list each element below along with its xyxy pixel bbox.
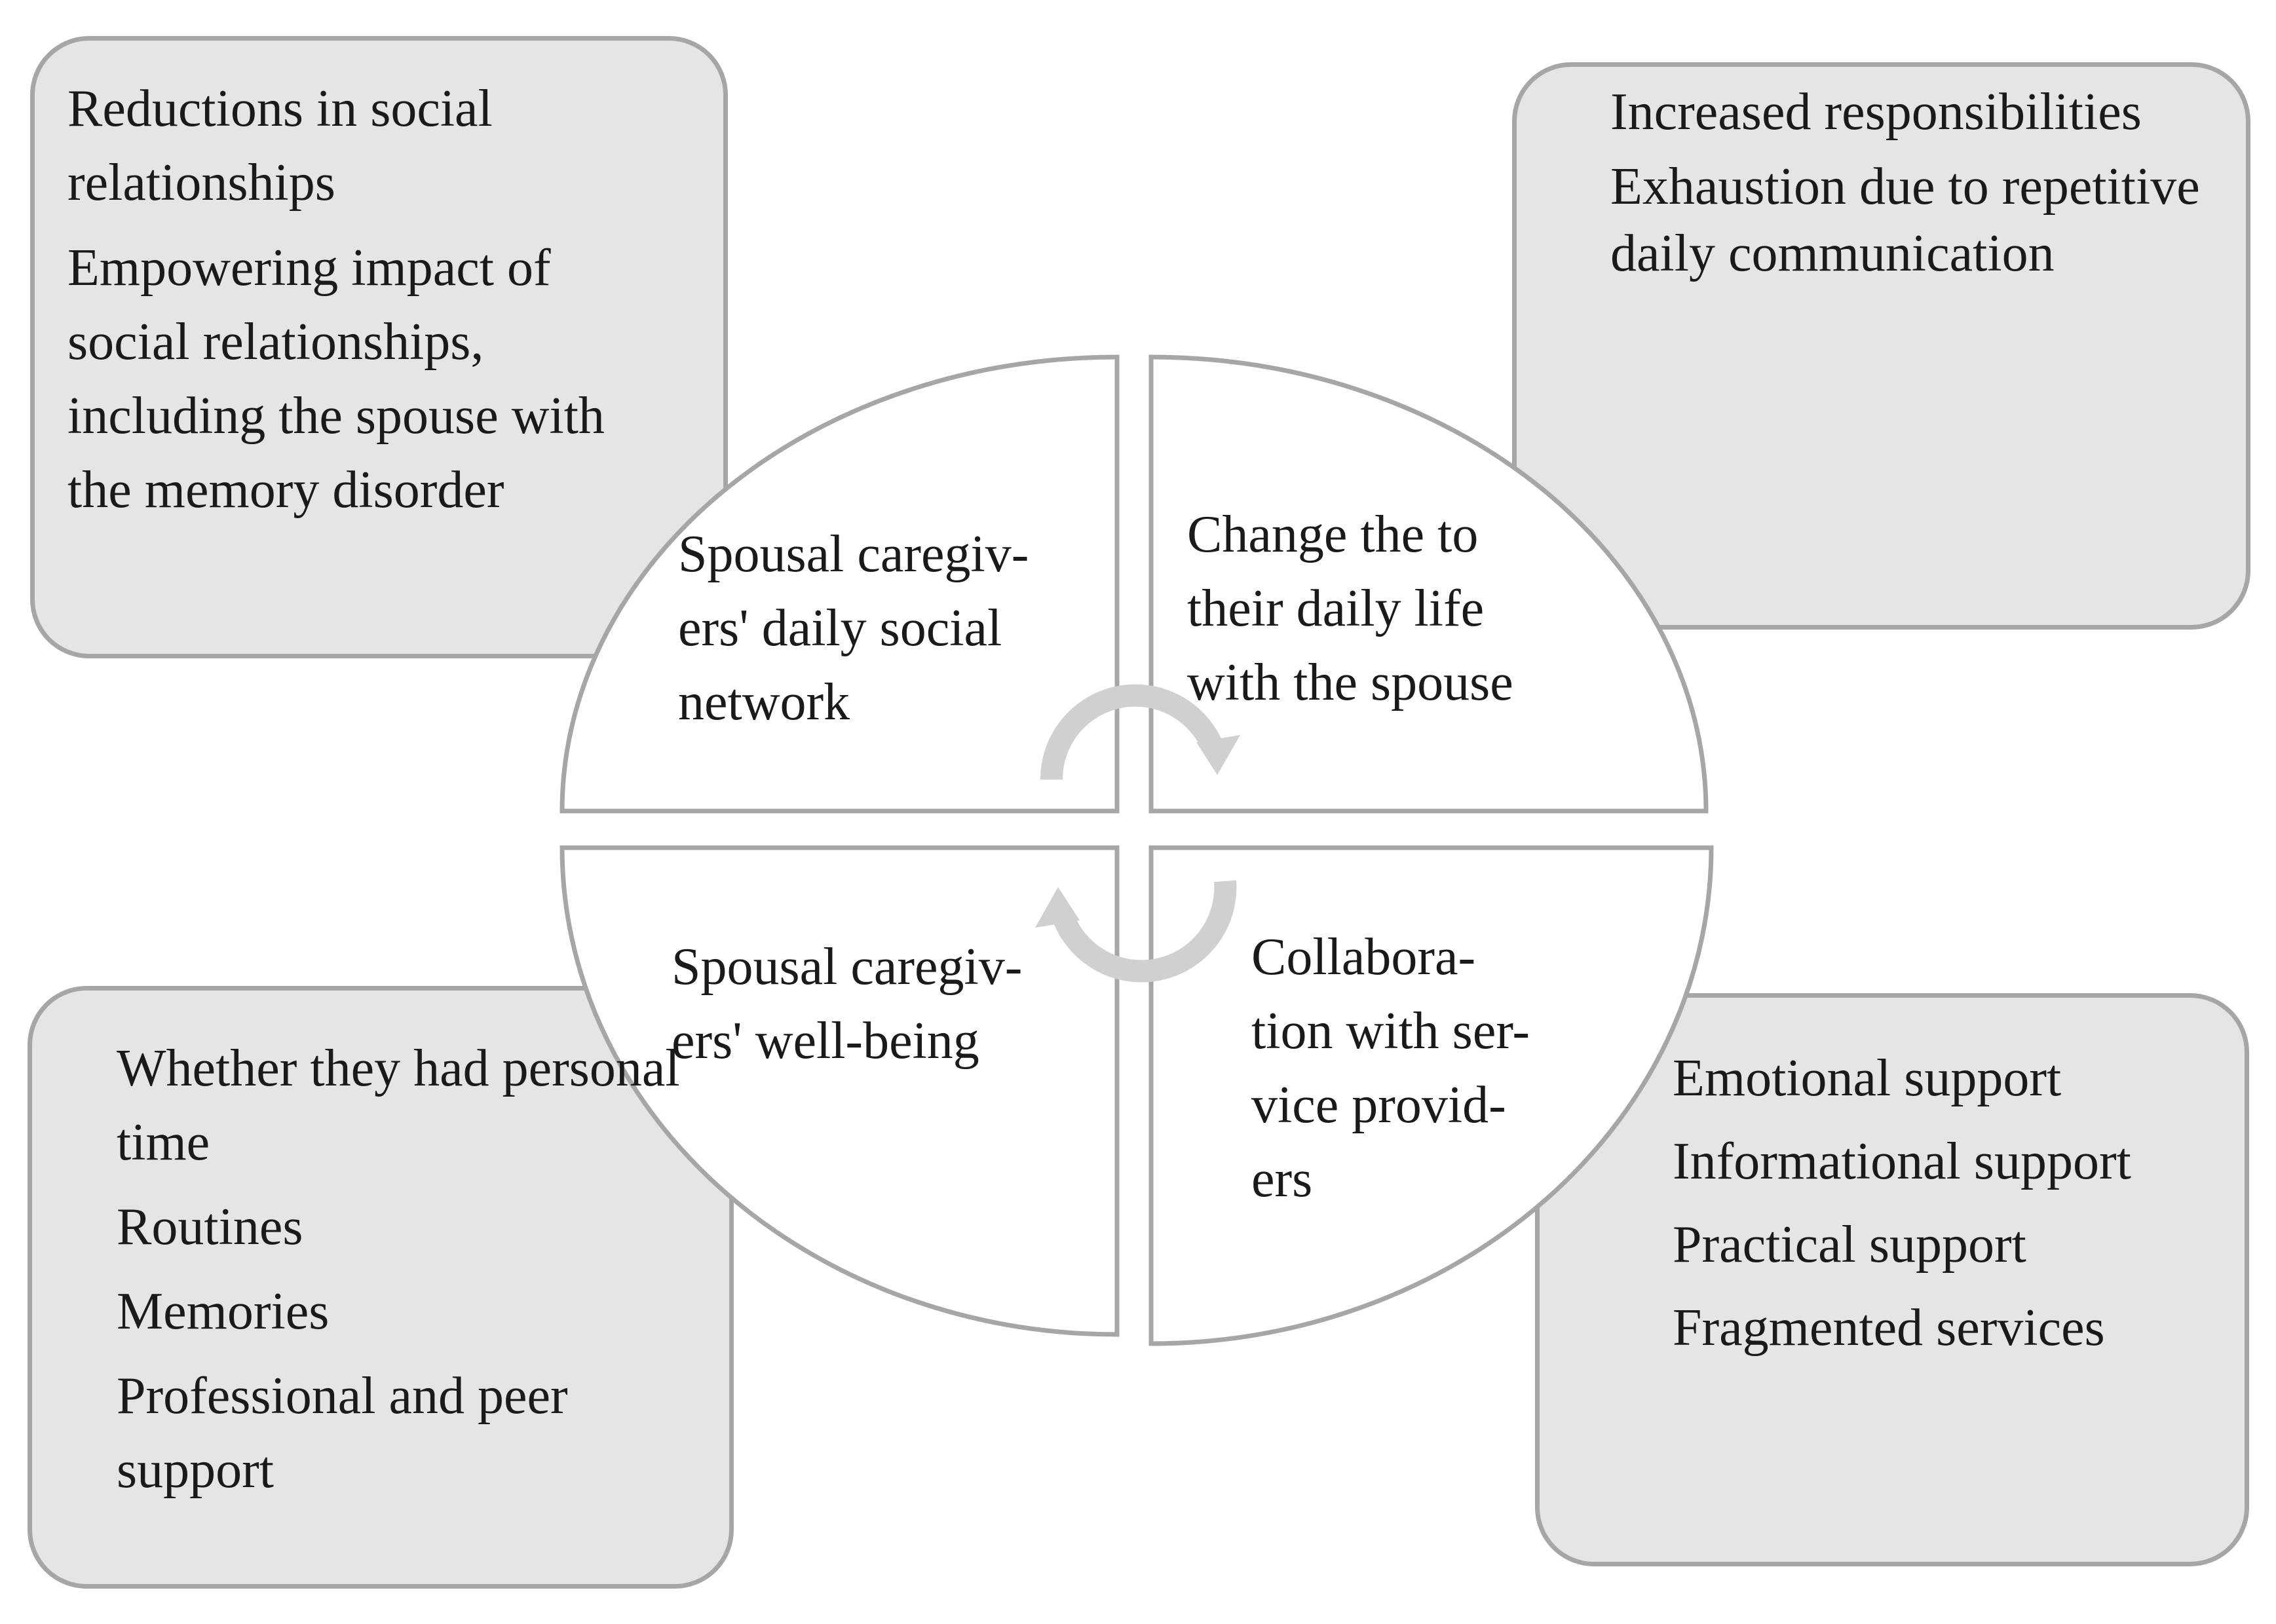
box-social-network-themes <box>30 36 728 658</box>
box-collaboration-list: Emotional support Informational support … <box>1673 1042 2236 1374</box>
list-item: Whether they had personal time <box>117 1040 680 1171</box>
list-item: Empowering impact of social relationship… <box>67 239 605 519</box>
quadrant-bottom-right <box>1148 845 1714 1346</box>
list-item: Memories <box>117 1283 330 1340</box>
box-collaboration-themes <box>1535 993 2249 1566</box>
list-item: Practical support <box>1673 1216 2026 1274</box>
quadrant-bottom-left <box>560 845 1120 1337</box>
quadrant-label-well-being: Spousal caregiv- ers' well-being <box>672 938 1023 1070</box>
quadrant-label-daily-life: Change the to their daily life with the … <box>1187 506 1513 711</box>
list-item: Emotional support <box>1673 1049 2062 1107</box>
box-well-being-themes <box>28 986 734 1589</box>
cycle-arrow-top-icon <box>1040 684 1240 780</box>
list-item: Reductions in social relationships <box>67 80 493 212</box>
quadrant-top-right <box>1148 354 1709 814</box>
list-item: Professional and peer support <box>117 1367 568 1499</box>
quadrant-label-collaboration: Collabora- tion with ser- vice provid- e… <box>1251 928 1530 1208</box>
cycle-arrow-bottom-icon <box>1035 880 1237 983</box>
list-item: Exhaustion due to repetitive daily commu… <box>1610 158 2200 282</box>
list-item: Increased responsibilities <box>1610 83 2142 141</box>
box-daily-life-list: Increased responsibilities Exhaustion du… <box>1610 79 2200 295</box>
quadrant-top-left <box>560 354 1120 814</box>
box-social-network-list: Reductions in social relationships Empow… <box>67 72 677 538</box>
list-item: Informational support <box>1673 1133 2131 1190</box>
quadrant-label-social-network: Spousal caregiv- ers' daily social netwo… <box>678 525 1029 731</box>
box-daily-life-changes-themes <box>1512 62 2250 630</box>
list-item: Routines <box>117 1198 303 1256</box>
list-item: Fragmented services <box>1673 1299 2105 1357</box>
box-well-being-list: Whether they had personal time Routines … <box>117 1032 693 1518</box>
